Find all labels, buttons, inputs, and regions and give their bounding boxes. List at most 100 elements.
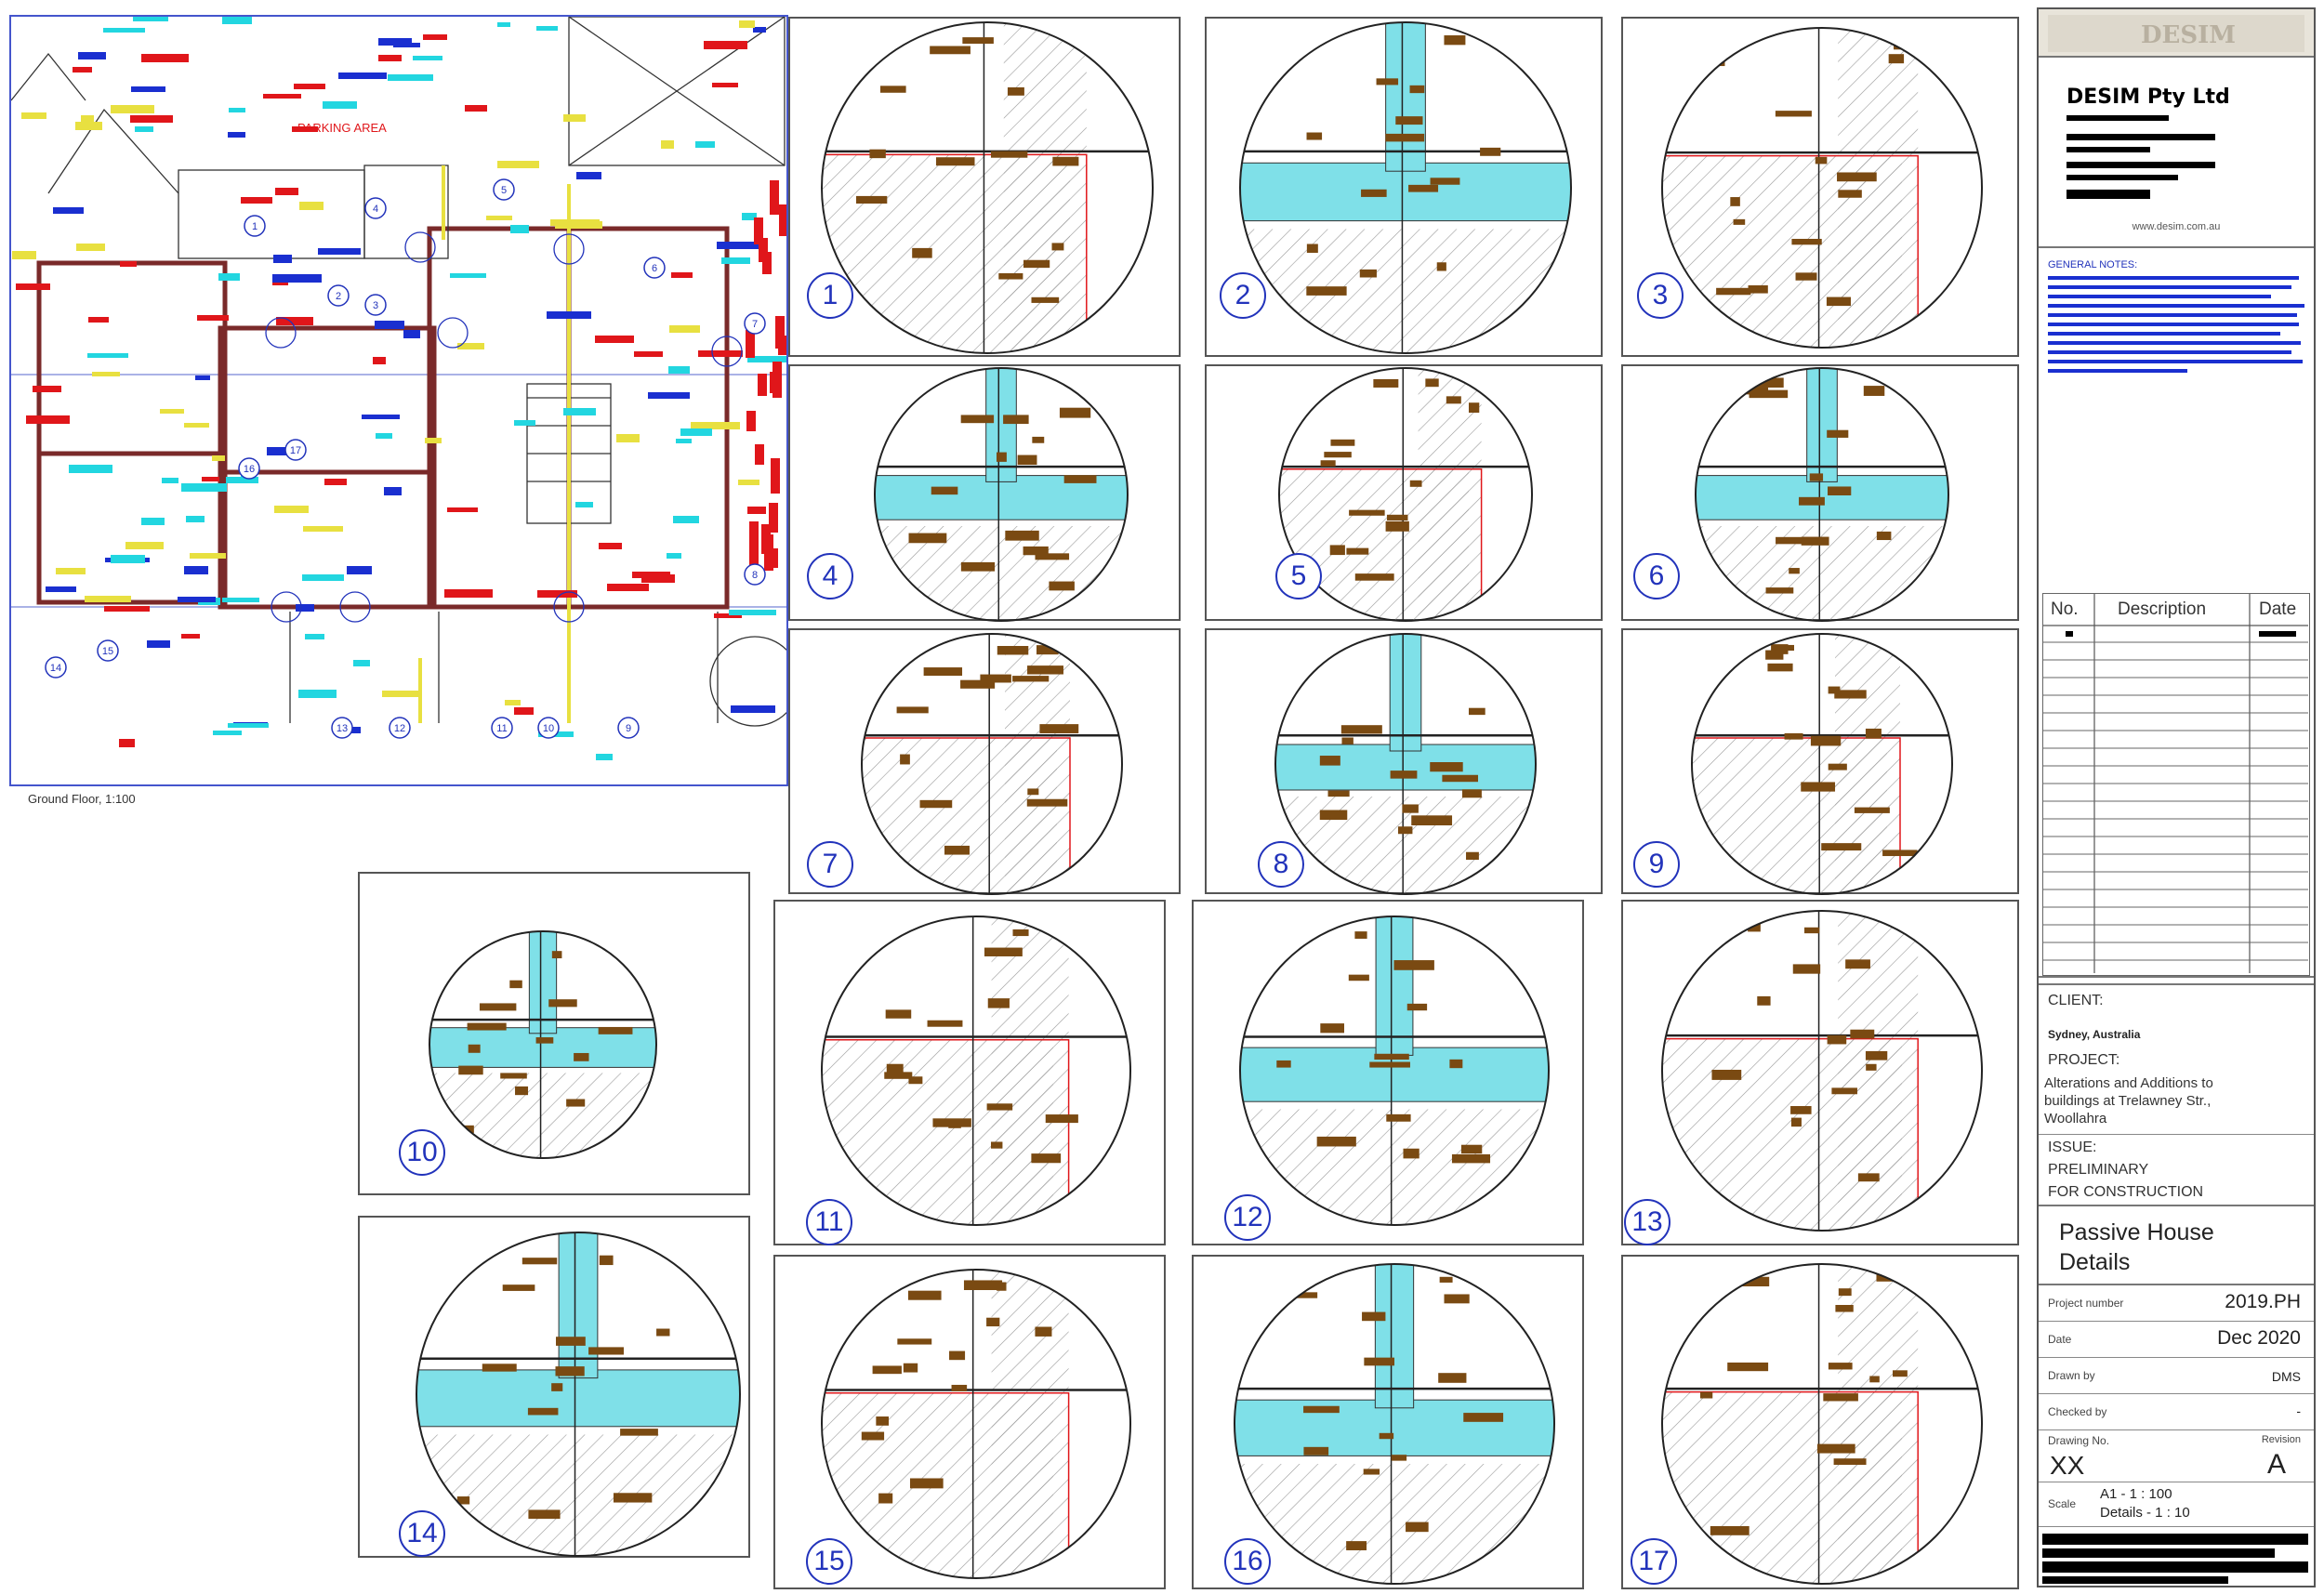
detail-annotation-tag (1027, 788, 1039, 796)
detail-annotation-tag (923, 667, 963, 677)
checked-by-label: Checked by (2048, 1405, 2107, 1418)
detail-annotation-tag (1827, 1034, 1847, 1045)
detail-annotation-tag (1801, 536, 1829, 546)
plan-annotation-tag (550, 219, 600, 226)
detail-annotation-tag (1828, 763, 1847, 771)
detail-number-13: 13 (1624, 1199, 1670, 1245)
plan-annotation-tag (294, 84, 325, 89)
detail-annotation-tag (1376, 78, 1399, 86)
detail-annotation-tag (886, 1063, 904, 1073)
detail-annotation-tag (535, 1037, 554, 1044)
detail-annotation-tag (1406, 1003, 1428, 1011)
detail-annotation-tag (1393, 960, 1434, 970)
detail-drawing-2 (1239, 21, 1572, 354)
detail-annotation-tag (919, 799, 953, 809)
svg-text:11: 11 (496, 723, 507, 734)
detail-annotation-tag (960, 561, 996, 572)
detail-drawing-13 (1661, 910, 1983, 1232)
plan-annotation-tag (103, 28, 145, 33)
detail-annotation-tag (1711, 1069, 1742, 1080)
detail-annotation-tag (1835, 1305, 1854, 1312)
detail-annotation-tag (884, 1072, 913, 1079)
detail-number-4: 4 (807, 553, 853, 599)
detail-annotation-tag (1828, 686, 1841, 694)
detail-annotation-tag (1045, 1114, 1078, 1124)
detail-annotation-tag (1037, 645, 1059, 655)
plan-annotation-tag (21, 112, 46, 119)
detail-annotation-tag (1833, 1458, 1867, 1466)
plan-annotation-tag (450, 273, 486, 278)
detail-drawing-14 (416, 1232, 741, 1557)
plan-annotation-tag (228, 132, 245, 138)
plan-annotation-tag (505, 700, 521, 705)
detail-annotation-tag (1395, 116, 1423, 125)
detail-annotation-tag (1834, 690, 1867, 699)
detail-annotation-tag (1468, 707, 1486, 716)
plan-annotation-tag (276, 317, 313, 325)
detail-annotation-tag (1444, 1294, 1470, 1304)
plan-annotation-tag (373, 357, 386, 364)
plan-annotation-tag (69, 465, 112, 473)
plan-marker-16: 16 (238, 457, 260, 480)
detail-annotation-tag (556, 1337, 586, 1346)
plan-annotation-tag (537, 590, 577, 598)
project-number-row: Project number 2019.PH (2039, 1285, 2314, 1322)
svg-text:13: 13 (337, 723, 348, 734)
svg-text:15: 15 (102, 646, 113, 657)
plan-annotation-tag (673, 516, 699, 523)
plan-annotation-tag (92, 372, 120, 376)
detail-annotation-tag (1466, 851, 1479, 861)
detail-annotation-tag (1363, 1469, 1380, 1475)
scale-label: Scale (2048, 1497, 2077, 1510)
plan-annotation-tag (76, 244, 105, 251)
plan-annotation-tag (26, 415, 70, 424)
detail-annotation-tag (1341, 737, 1353, 744)
plan-annotation-tag (721, 257, 750, 264)
plan-annotation-tag (739, 20, 755, 28)
detail-annotation-tag (1809, 473, 1824, 481)
detail-annotation-tag (527, 1407, 559, 1416)
plan-annotation-tag (698, 350, 743, 357)
plan-annotation-tag (162, 478, 178, 483)
detail-annotation-tag (500, 1073, 527, 1079)
detail-drawing-15 (821, 1269, 1131, 1579)
detail-annotation-tag (997, 1282, 1007, 1291)
detail-panel-14 (358, 1216, 750, 1558)
plan-annotation-tag (197, 315, 229, 321)
plan-annotation-tag (704, 41, 747, 49)
parking-area-label: PARKING AREA (297, 121, 387, 135)
detail-annotation-tag (1850, 1029, 1875, 1039)
detail-annotation-tag (1411, 815, 1453, 826)
plan-annotation-tag (576, 172, 601, 179)
issue-label: ISSUE: (2048, 1140, 2097, 1155)
detail-number-16: 16 (1224, 1538, 1271, 1585)
detail-annotation-tag (856, 195, 888, 204)
detail-annotation-tag (990, 1141, 1003, 1149)
plan-marker-6: 6 (643, 257, 666, 279)
detail-annotation-tag (528, 1509, 561, 1520)
project-label: PROJECT: (2048, 1052, 2120, 1068)
detail-annotation-tag (1329, 545, 1345, 556)
plan-annotation-tag (186, 516, 205, 522)
detail-annotation-tag (1854, 807, 1890, 813)
detail-annotation-tag (1306, 132, 1323, 140)
detail-annotation-tag (1276, 1060, 1291, 1068)
detail-annotation-tag (1857, 1173, 1880, 1182)
detail-annotation-tag (1789, 568, 1800, 574)
detail-annotation-tag (1354, 931, 1367, 939)
detail-annotation-tag (1461, 789, 1482, 798)
plan-annotation-tag (324, 479, 347, 485)
detail-annotation-tag (1442, 774, 1479, 783)
plan-annotation-tag (599, 543, 622, 549)
svg-text:17: 17 (290, 445, 301, 456)
plan-annotation-tag (676, 439, 692, 443)
plan-annotation-tag (53, 207, 84, 214)
detail-annotation-tag (1790, 1117, 1802, 1127)
detail-annotation-tag (876, 1416, 890, 1426)
detail-annotation-tag (896, 706, 929, 714)
detail-annotation-tag (1827, 486, 1852, 496)
plan-marker-4: 4 (364, 197, 387, 219)
plan-annotation-tag (671, 272, 693, 278)
detail-annotation-tag (555, 1366, 585, 1377)
svg-text:16: 16 (244, 464, 255, 475)
